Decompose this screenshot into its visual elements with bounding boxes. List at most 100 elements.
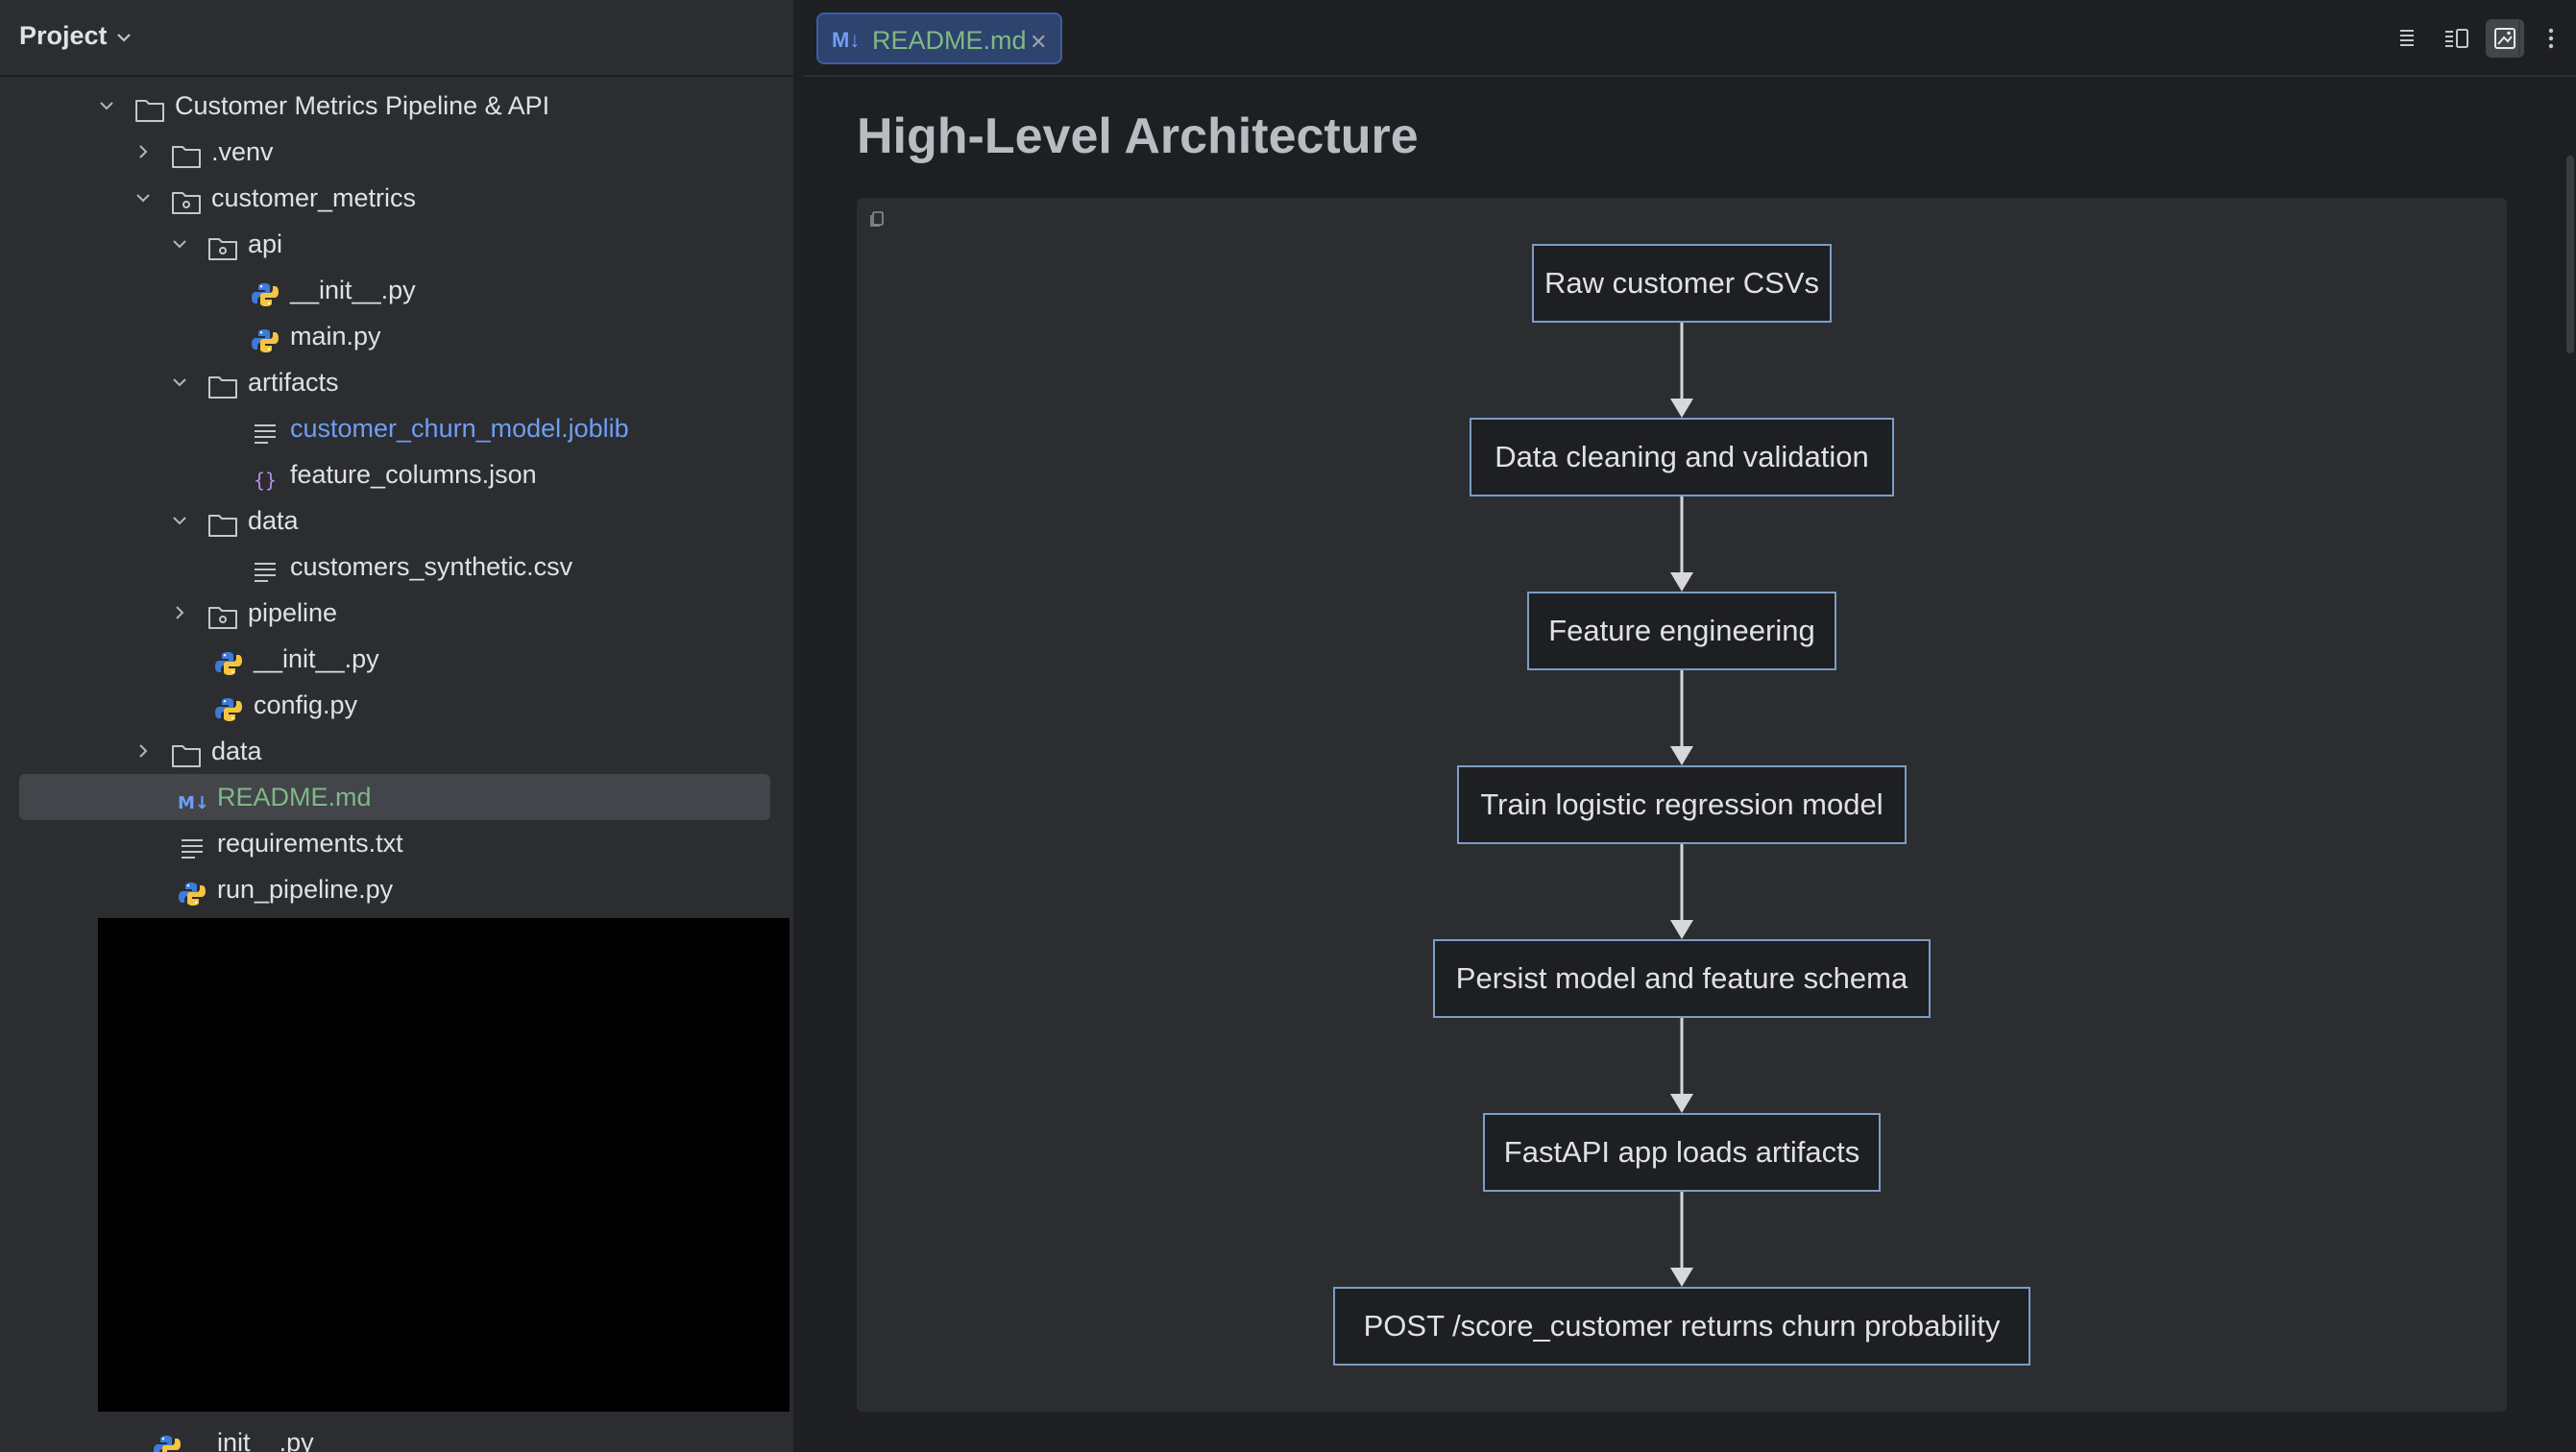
tree-item-customer-metrics-pipeline-api[interactable]: Customer Metrics Pipeline & API: [19, 83, 770, 129]
tree-item-label: artifacts: [248, 368, 339, 397]
editor-only-button[interactable]: [2388, 19, 2426, 58]
project-panel-title[interactable]: Project: [19, 21, 108, 50]
tree-item-label: __init__.py: [254, 644, 379, 673]
tree-item-label: __init__.py: [290, 276, 416, 304]
flow-node: Train logistic regression model: [1457, 765, 1907, 844]
copy-icon[interactable]: [868, 209, 887, 229]
tree-item-label: __init__.py: [188, 1428, 314, 1452]
tab-readme[interactable]: M↓ README.md ✕: [816, 12, 1062, 64]
tree-item-label: customer_metrics: [211, 183, 417, 212]
flow-node: Feature engineering: [1527, 592, 1836, 670]
tree-item-label: run_pipeline.py: [217, 875, 394, 904]
tree-item-label: requirements.txt: [217, 829, 403, 858]
python-file-icon: [177, 876, 207, 906]
tree-item-label: main.py: [290, 322, 381, 351]
chevron-down-icon[interactable]: [98, 97, 115, 114]
flow-node: FastAPI app loads artifacts: [1483, 1113, 1881, 1192]
tree-item-init-py[interactable]: __init__.py: [19, 636, 770, 682]
folder-icon: [171, 738, 202, 767]
python-file-icon: [250, 323, 280, 352]
tree-item-label: .venv: [211, 137, 274, 166]
svg-text:{}: {}: [254, 469, 277, 492]
tree-item-label: README.md: [217, 783, 372, 811]
redacted-area: [98, 918, 790, 1412]
folder-icon: [207, 369, 238, 399]
tree-item-run-pipeline-py[interactable]: run_pipeline.py: [19, 866, 770, 912]
tree-item-readme-md[interactable]: M↓ README.md: [19, 774, 770, 820]
tree-item-label: pipeline: [248, 598, 338, 627]
page-title: High-Level Architecture: [857, 109, 1419, 164]
split-view-icon: [2445, 29, 2468, 48]
chevron-down-icon[interactable]: [115, 29, 133, 46]
tree-item-label: config.py: [254, 690, 358, 719]
tree-item-requirements-txt[interactable]: requirements.txt: [19, 820, 770, 866]
chevron-right-icon[interactable]: [134, 742, 152, 760]
folder-icon: [134, 92, 165, 122]
toolbar-separator: [2518, 19, 2520, 58]
flow-node: Data cleaning and validation: [1470, 418, 1894, 496]
tree-item-data[interactable]: data: [19, 728, 770, 774]
tree-item-pipeline[interactable]: pipeline: [19, 590, 770, 636]
flow-node: Persist model and feature schema: [1433, 939, 1931, 1018]
close-icon[interactable]: ✕: [1030, 30, 1048, 54]
project-panel-header: Project: [0, 0, 793, 77]
tree-item-venv[interactable]: .venv: [19, 129, 770, 175]
tree-item-label: data: [211, 737, 262, 765]
tree-item-init-py[interactable]: __init__.py: [19, 267, 770, 313]
flow-arrow: [1670, 323, 1693, 418]
scrollbar-thumb[interactable]: [2566, 156, 2574, 353]
flow-arrow: [1670, 844, 1693, 939]
python-file-icon: [213, 645, 244, 675]
editor-and-preview-button[interactable]: [2437, 19, 2475, 58]
project-panel: Project Customer Metrics Pipeline & API.…: [0, 0, 793, 1452]
folder-icon: [207, 507, 238, 537]
tree-item-bottom[interactable]: __init__.py: [19, 1419, 770, 1452]
more-options-button[interactable]: [2532, 19, 2570, 58]
tree-item-customers-synthetic-csv[interactable]: customers_synthetic.csv: [19, 544, 770, 590]
package-folder-icon: [207, 230, 238, 260]
folder-icon: [171, 138, 202, 168]
flow-arrow: [1670, 496, 1693, 592]
markdown-file-icon: M↓: [177, 784, 209, 813]
tree-item-customer-metrics[interactable]: customer_metrics: [19, 175, 770, 221]
chevron-right-icon[interactable]: [134, 143, 152, 160]
chevron-right-icon[interactable]: [171, 604, 188, 621]
flow-arrows: [1670, 323, 1693, 1287]
flow-node: POST /score_customer returns churn proba…: [1333, 1287, 2030, 1366]
chevron-down-icon[interactable]: [134, 189, 152, 206]
tree-item-main-py[interactable]: main.py: [19, 313, 770, 359]
package-folder-icon: [171, 184, 202, 214]
text-file-icon: [177, 830, 207, 859]
tree-item-config-py[interactable]: config.py: [19, 682, 770, 728]
chevron-down-icon[interactable]: [171, 235, 188, 253]
text-file-icon: [250, 415, 280, 444]
chevron-down-icon[interactable]: [171, 512, 188, 529]
editor-only-icon: [2400, 30, 2414, 46]
tree-item-customer-churn-model-joblib[interactable]: customer_churn_model.joblib: [19, 405, 770, 451]
tree-item-artifacts[interactable]: artifacts: [19, 359, 770, 405]
flow-arrow: [1670, 1192, 1693, 1287]
tree-item-label: api: [248, 230, 283, 258]
python-file-icon: [213, 691, 244, 721]
flow-arrow: [1670, 1018, 1693, 1113]
markdown-file-icon: M↓: [832, 28, 861, 52]
preview-icon: [2494, 28, 2515, 49]
tree-item-label: customer_churn_model.joblib: [290, 414, 629, 443]
tree-item-feature-columns-json[interactable]: {}feature_columns.json: [19, 451, 770, 497]
tab-label: README.md: [872, 26, 1027, 55]
preview-only-button[interactable]: [2486, 19, 2524, 58]
tree-item-label: data: [248, 506, 299, 535]
json-file-icon: {}: [250, 461, 280, 492]
svg-text:M↓: M↓: [178, 793, 209, 813]
tree-item-label: Customer Metrics Pipeline & API: [175, 91, 550, 120]
flow-node: Raw customer CSVs: [1532, 244, 1832, 323]
tree-item-label: customers_synthetic.csv: [290, 552, 573, 581]
panel-splitter[interactable]: [793, 0, 803, 1452]
more-vertical-icon: [2548, 28, 2554, 49]
python-file-icon: [250, 277, 280, 306]
editor-tab-bar: M↓ README.md ✕: [803, 0, 2576, 77]
chevron-down-icon[interactable]: [171, 374, 188, 391]
tree-item-api[interactable]: api: [19, 221, 770, 267]
tree-item-data[interactable]: data: [19, 497, 770, 544]
